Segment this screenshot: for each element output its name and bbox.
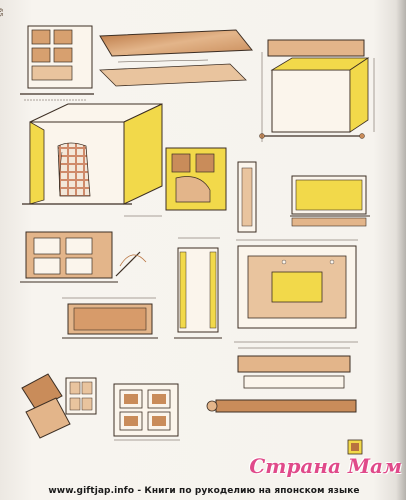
fabric-box-diagram xyxy=(22,103,163,205)
four-window-panel-diagram xyxy=(113,383,179,437)
needle-and-thread-icon xyxy=(115,251,147,277)
shallow-box-diagram xyxy=(290,175,370,227)
small-knob-icon xyxy=(206,400,218,412)
tall-frame-diagram xyxy=(174,247,222,339)
open-box-diagram xyxy=(259,39,370,139)
framed-panel-diagram xyxy=(237,245,357,329)
drawer-pieces-diagram xyxy=(165,147,257,233)
puzzle-box-diagram xyxy=(21,373,97,439)
lid-panel-diagram xyxy=(99,29,254,87)
watermark-logo: Страна Мам xyxy=(249,454,402,478)
cabinet-small-diagram xyxy=(20,25,94,101)
page-spine-shadow xyxy=(396,0,406,500)
source-url-footer[interactable]: www.giftjap.info - Книги по рукоделию на… xyxy=(48,486,360,496)
tray-diagram xyxy=(62,303,158,339)
bottom-right-square-icon xyxy=(347,439,363,455)
dimension-lines xyxy=(62,52,375,441)
window-panel-diagram xyxy=(20,231,118,283)
long-panel-diagram xyxy=(215,355,357,413)
